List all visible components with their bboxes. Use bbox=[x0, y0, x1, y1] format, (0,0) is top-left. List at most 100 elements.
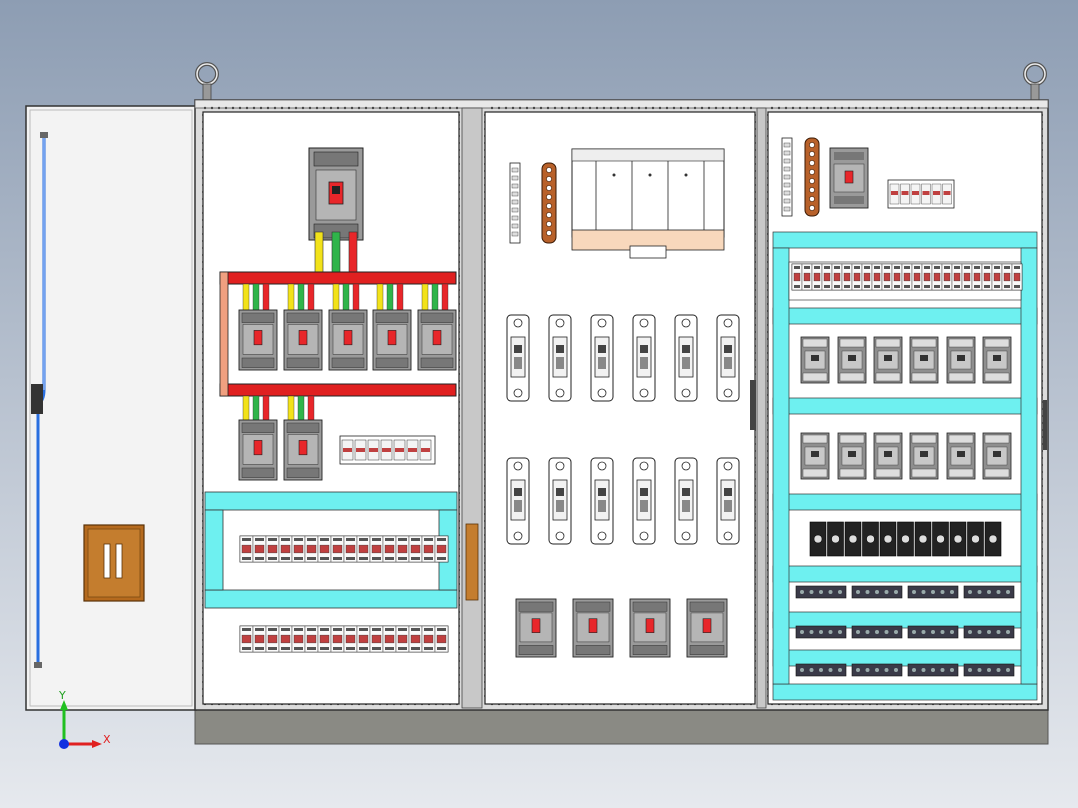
mccb-breaker bbox=[283, 309, 323, 371]
terminal-block-icon bbox=[356, 625, 371, 653]
terminal-group-icon bbox=[963, 663, 1015, 677]
terminal-block-icon bbox=[278, 625, 293, 653]
terminal-block-icon bbox=[434, 625, 449, 653]
terminal-block-icon bbox=[811, 263, 823, 291]
terminal-block-icon bbox=[1001, 263, 1013, 291]
terminal-block-icon bbox=[421, 625, 436, 653]
mccb-breaker bbox=[629, 598, 671, 658]
phase-cables bbox=[287, 283, 315, 313]
terminal-block-icon bbox=[265, 535, 280, 563]
terminal-block-icon bbox=[921, 263, 933, 291]
relay-icon bbox=[914, 521, 932, 557]
terminal-block-icon bbox=[991, 263, 1003, 291]
mccb-breaker bbox=[372, 309, 412, 371]
terminal-group-rows bbox=[795, 585, 1015, 677]
terminal-block-icon bbox=[382, 625, 397, 653]
terminal-group-icon bbox=[795, 585, 847, 599]
terminal-strip-vertical bbox=[781, 137, 793, 217]
fuse-disconnector-icon bbox=[632, 457, 656, 545]
terminal-block-icon bbox=[881, 263, 893, 291]
terminal-block-row bbox=[239, 535, 449, 563]
terminal-block-icon bbox=[382, 535, 397, 563]
relay-icon bbox=[827, 521, 844, 557]
contactor-icon bbox=[982, 432, 1012, 480]
copper-earth-bar bbox=[804, 137, 820, 217]
fuse-disconnector-icon bbox=[716, 457, 740, 545]
fuse-disconnector-icon bbox=[716, 314, 740, 402]
terminal-group-icon bbox=[851, 585, 903, 599]
contactor-icon bbox=[873, 432, 903, 480]
mccb-breaker bbox=[417, 309, 457, 371]
terminal-block-icon bbox=[421, 535, 436, 563]
terminal-block-icon bbox=[971, 263, 983, 291]
terminal-block-icon bbox=[791, 263, 803, 291]
terminal-block-icon bbox=[265, 625, 280, 653]
contactor-icon bbox=[873, 336, 903, 384]
mccb-breaker bbox=[238, 309, 278, 371]
terminal-block-icon bbox=[1011, 263, 1023, 291]
terminal-block-icon bbox=[911, 263, 923, 291]
relay-icon bbox=[862, 521, 879, 557]
open-door bbox=[25, 105, 197, 711]
terminal-group-icon bbox=[907, 585, 959, 599]
terminal-block-group-small bbox=[339, 435, 436, 465]
contactor-icon bbox=[800, 336, 830, 384]
terminal-block-icon bbox=[831, 263, 843, 291]
fuse-disconnector-icon bbox=[590, 314, 614, 402]
relay-icon bbox=[949, 521, 967, 557]
din-rail-frame-left bbox=[204, 491, 458, 609]
terminal-block-icon bbox=[951, 263, 963, 291]
contactor-icon bbox=[837, 432, 867, 480]
outgoing-breaker-row bbox=[238, 283, 457, 371]
terminal-block-icon bbox=[239, 535, 254, 563]
contactor-icon bbox=[946, 336, 976, 384]
terminal-block-icon bbox=[317, 535, 332, 563]
fuse-disconnector-row bbox=[506, 457, 740, 545]
fuse-disconnector-icon bbox=[548, 314, 572, 402]
terminal-block-icon bbox=[304, 625, 319, 653]
relay-row bbox=[809, 521, 1002, 557]
terminal-block-icon bbox=[841, 263, 853, 291]
contactor-row bbox=[800, 336, 1012, 384]
contactor-icon bbox=[982, 336, 1012, 384]
terminal-block-icon bbox=[901, 263, 913, 291]
terminal-block-icon bbox=[851, 263, 863, 291]
terminal-block-icon bbox=[304, 535, 319, 563]
contactor-icon bbox=[909, 336, 939, 384]
terminal-block-icon bbox=[343, 625, 358, 653]
contactor-icon bbox=[909, 432, 939, 480]
fuse-disconnector-icon bbox=[506, 314, 530, 402]
mccb-breaker bbox=[238, 419, 278, 481]
door-hinge-rod bbox=[31, 132, 48, 668]
door-handle-icon bbox=[83, 524, 145, 602]
terminal-block-icon bbox=[356, 535, 371, 563]
terminal-block-icon bbox=[369, 625, 384, 653]
terminal-group-icon bbox=[851, 663, 903, 677]
terminal-block-icon bbox=[395, 625, 410, 653]
axis-y-label: Y bbox=[58, 689, 66, 702]
terminal-block-icon bbox=[891, 263, 903, 291]
relay-icon bbox=[844, 521, 862, 557]
terminal-block-icon bbox=[408, 535, 423, 563]
relay-icon bbox=[897, 521, 914, 557]
terminal-block-icon bbox=[861, 263, 873, 291]
terminal-block-icon bbox=[291, 535, 306, 563]
copper-earth-bar bbox=[541, 162, 557, 244]
relay-icon bbox=[932, 521, 949, 557]
terminal-block-icon bbox=[395, 535, 410, 563]
phase-cables bbox=[421, 283, 449, 313]
phase-cables bbox=[332, 283, 360, 313]
fuse-disconnector-icon bbox=[674, 457, 698, 545]
terminal-block-icon bbox=[871, 263, 883, 291]
fuse-disconnector-row bbox=[506, 314, 740, 402]
terminal-strip-vertical bbox=[509, 162, 521, 244]
fuse-disconnector-icon bbox=[590, 457, 614, 545]
terminal-block-icon bbox=[291, 625, 306, 653]
terminal-block-icon bbox=[931, 263, 943, 291]
terminal-block-icon bbox=[408, 625, 423, 653]
relay-icon bbox=[984, 521, 1002, 557]
terminal-block-icon bbox=[330, 625, 345, 653]
terminal-group-icon bbox=[795, 663, 847, 677]
terminal-block-icon bbox=[801, 263, 813, 291]
fuse-disconnector-icon bbox=[632, 314, 656, 402]
